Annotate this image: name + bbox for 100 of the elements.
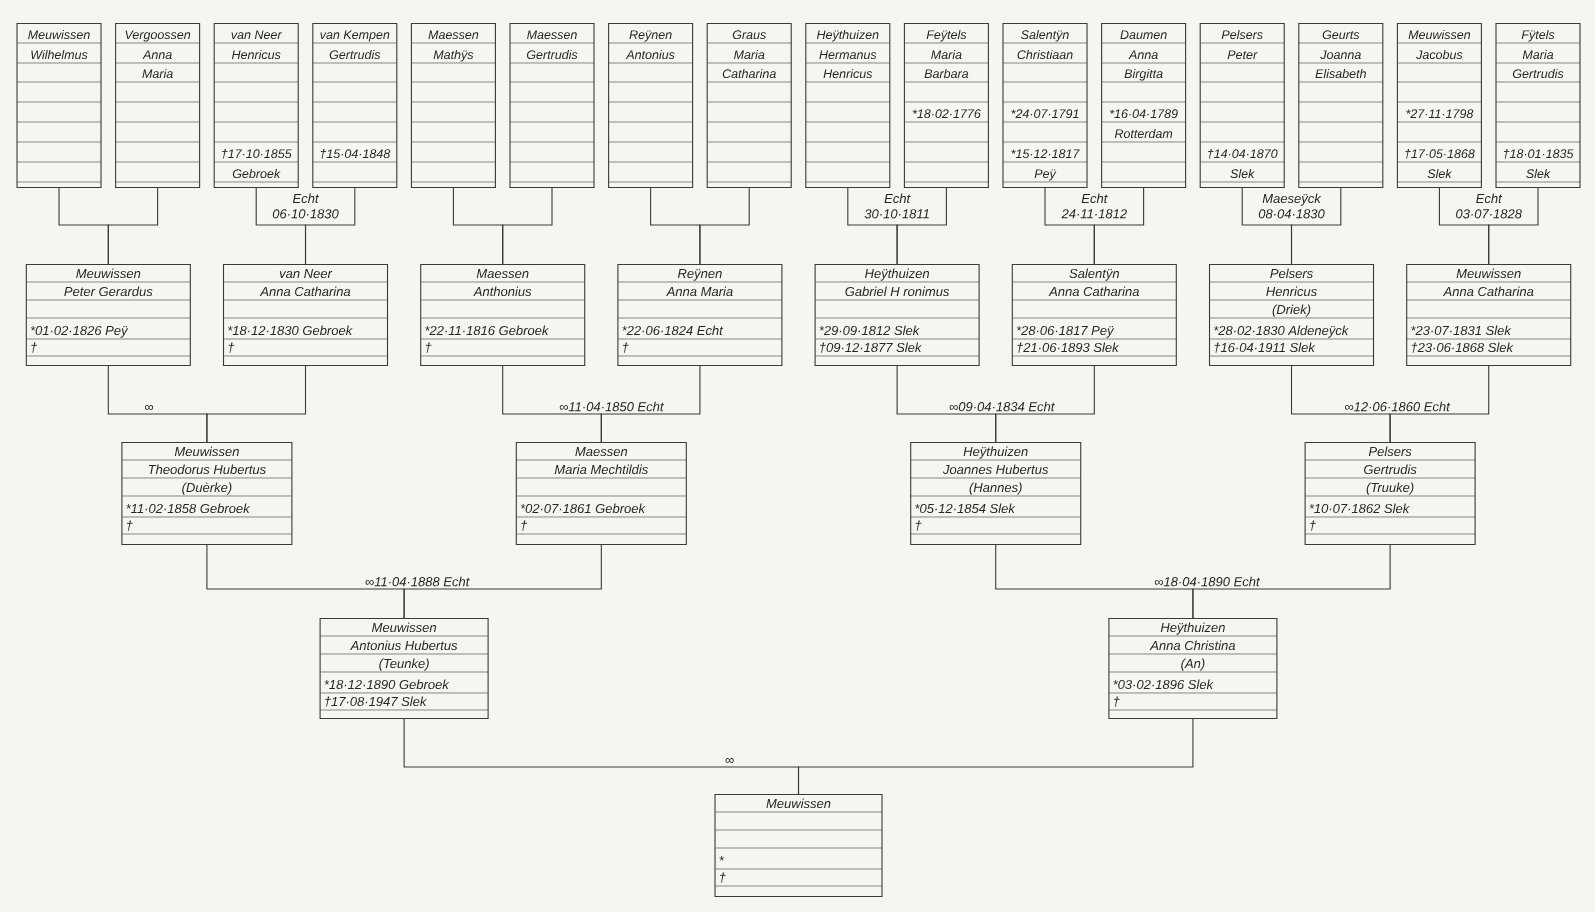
birth-entry: *01·02·1826 Peÿ — [30, 325, 129, 338]
nickname: (An) — [1181, 658, 1205, 671]
birth-entry: *10·07·1862 Slek — [1309, 503, 1410, 514]
birth-entry: *03·02·1896 Slek — [1113, 679, 1214, 690]
given-name: Antonius — [625, 49, 675, 60]
given-name: Birgitta — [1124, 68, 1163, 81]
given-name: Maria Mechtildis — [554, 464, 648, 475]
record-card — [121, 442, 293, 546]
death-entry: † — [425, 342, 432, 353]
surname: Heÿthuizen — [816, 29, 879, 42]
given-name: Anna Maria — [666, 286, 733, 297]
surname: Daumen — [1120, 30, 1167, 40]
birth-entry: *29·09·1812 Slek — [819, 325, 920, 336]
nickname: (Hannes) — [969, 482, 1022, 495]
death-entry: †17·08·1947 Slek — [325, 696, 427, 707]
record-card — [1108, 618, 1278, 720]
connector-line — [600, 365, 701, 443]
given-name: Henricus — [823, 68, 873, 79]
given-name: Maria — [142, 68, 173, 79]
record-card — [1495, 23, 1581, 189]
surname: Maessen — [476, 269, 529, 279]
edge-label: Echt 24·11·1812 — [1057, 192, 1132, 220]
death-entry: †09·12·1877 Slek — [820, 342, 922, 353]
connector-line — [107, 187, 159, 265]
connector-line — [995, 365, 1095, 443]
death-entry: † — [623, 342, 629, 353]
surname: Fÿtels — [1521, 29, 1555, 42]
given-name: Elisabeth — [1315, 68, 1366, 79]
edge-label: Maeseÿck 08·04·1830 — [1254, 192, 1329, 220]
edge-label: Echt 30·10·1811 — [860, 192, 935, 220]
record-card — [25, 264, 191, 367]
date-entry: †15·04·1848 — [320, 148, 391, 159]
surname: Maessen — [575, 447, 628, 457]
surname: Reÿnen — [629, 30, 672, 42]
place-name: Peÿ — [1034, 169, 1057, 181]
birth-entry: *22·11·1816 Gebroek — [425, 325, 549, 336]
edge-label: Echt 06·10·1830 — [268, 192, 343, 220]
record-card — [115, 23, 201, 189]
date-entry: *18·02·1776 — [912, 109, 981, 119]
death-entry: †21·06·1893 Slek — [1017, 342, 1120, 353]
date-entry: †17·10·1855 — [222, 148, 292, 159]
surname: van Neer — [231, 30, 282, 40]
given-name: Peter — [1227, 50, 1258, 60]
nickname: (Truuke) — [1366, 482, 1414, 495]
record-card — [312, 23, 398, 189]
place-name: Slek — [1526, 168, 1551, 179]
given-name: Peter Gerardus — [64, 286, 153, 297]
record-card — [1002, 23, 1088, 189]
death-entry: †16·04·1911 Slek — [1214, 342, 1316, 353]
place-name: Slek — [1230, 168, 1255, 179]
given-name: Anna Catharina — [1442, 286, 1534, 297]
record-card — [706, 23, 792, 189]
record-card — [319, 618, 489, 720]
given-name: Mathÿs — [433, 49, 474, 62]
connector-line — [206, 365, 307, 443]
record-card — [608, 23, 694, 189]
surname: Salentÿn — [1021, 29, 1069, 42]
birth-entry: *28·06·1817 Peÿ — [1016, 325, 1115, 338]
edge-label: ∞ — [143, 404, 155, 413]
surname: Salentÿn — [1069, 268, 1119, 281]
date-entry: *27·11·1798 — [1406, 109, 1474, 119]
record-card — [420, 264, 586, 367]
record-card — [617, 264, 783, 367]
record-card — [1208, 264, 1375, 367]
birth-entry: * — [719, 856, 725, 861]
record-card — [509, 23, 595, 189]
given-name: Jacobus — [1416, 49, 1463, 60]
date-entry: *16·04·1789 — [1109, 109, 1178, 119]
birth-entry: *05·12·1854 Slek — [915, 503, 1016, 514]
given-name: Gertrudis — [526, 49, 578, 60]
record-card — [910, 442, 1082, 546]
birth-entry: *18·12·1830 Gebroek — [228, 325, 353, 336]
record-card — [1396, 23, 1482, 189]
given-name: Joanna — [1320, 50, 1361, 60]
record-card — [222, 264, 389, 367]
given-name: Barbara — [924, 68, 969, 79]
surname: Graus — [732, 30, 766, 40]
death-entry: † — [31, 342, 38, 353]
date-entry: *15·12·1817 — [1011, 149, 1080, 159]
surname: Pelsers — [1368, 446, 1412, 457]
surname: Maessen — [527, 30, 577, 40]
given-name: Maria — [931, 49, 962, 60]
given-name: Anna — [1128, 50, 1158, 60]
surname: Pelsers — [1221, 29, 1263, 40]
death-entry: † — [1114, 696, 1120, 707]
date-entry: *24·07·1791 — [1011, 109, 1079, 119]
surname: Heÿthuizen — [1160, 622, 1225, 635]
nickname: (Driek) — [1272, 304, 1311, 317]
edge-label: ∞ — [723, 757, 736, 766]
given-name: Maria — [734, 49, 765, 60]
given-name: Catharina — [722, 68, 776, 79]
death-entry: † — [915, 520, 922, 531]
birth-entry: *11·02·1858 Gebroek — [126, 503, 251, 514]
record-card — [1011, 264, 1177, 367]
birth-entry: *28·02·1830 Aldeneÿck — [1214, 325, 1349, 338]
given-name: Anthonius — [473, 286, 532, 297]
connector-line — [896, 187, 947, 265]
given-name: Gertrudis — [1512, 68, 1564, 79]
connector-line — [699, 187, 750, 265]
record-card — [213, 23, 299, 189]
